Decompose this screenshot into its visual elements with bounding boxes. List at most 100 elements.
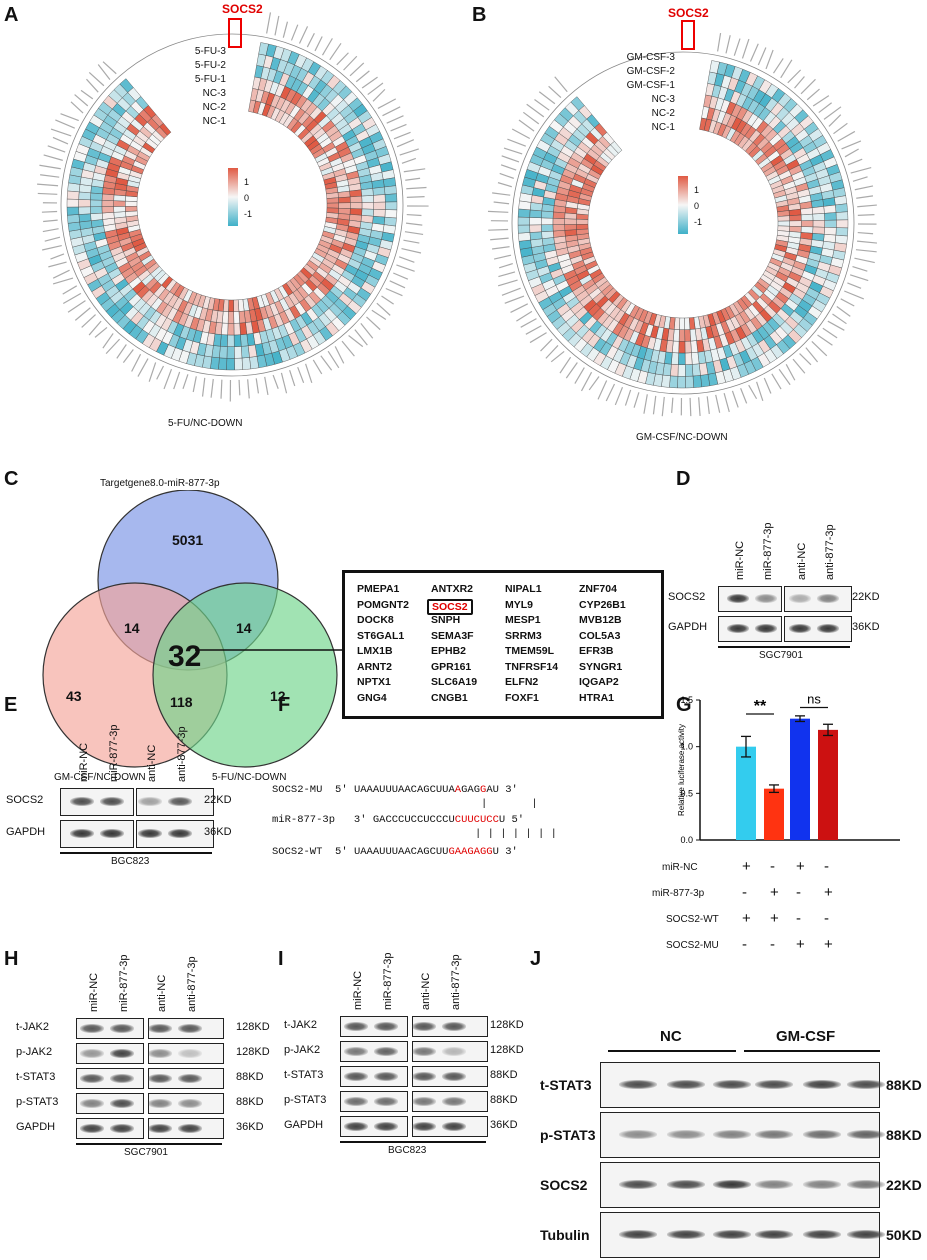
condition-label: SOCS2-MU <box>666 940 719 951</box>
heatmap-cell <box>361 202 374 210</box>
gene-label-tick <box>857 231 874 235</box>
cell-line-divider <box>718 646 850 648</box>
heatmap-cell <box>812 213 825 221</box>
condition-sign: + <box>742 910 751 927</box>
protein-band <box>412 1046 436 1056</box>
gene-label-tick <box>511 128 531 140</box>
gene-label-tick <box>817 334 833 346</box>
gene-label-tick <box>367 82 384 96</box>
protein-label: GAPDH <box>668 621 708 633</box>
gene-label-tick <box>812 95 830 107</box>
heatmap-cell <box>684 317 691 330</box>
heatmap-cell <box>326 202 339 209</box>
protein-band <box>70 797 94 806</box>
protein-band <box>755 624 777 633</box>
gene-label-tick <box>778 368 791 386</box>
protein-band <box>667 1130 705 1139</box>
protein-band <box>100 829 124 838</box>
gene-label-tick <box>390 123 407 132</box>
panel-label-d: D <box>676 468 691 490</box>
gene-label-tick <box>192 376 197 393</box>
gene-cell: EPHB2 <box>431 645 467 657</box>
gene-label-tick <box>389 280 406 289</box>
cell-line-label: BGC823 <box>388 1145 427 1156</box>
gene-label-tick <box>238 379 241 396</box>
gene-cell: FOXF1 <box>505 691 539 704</box>
gene-label-tick <box>529 332 547 344</box>
gene-label-tick <box>50 128 72 137</box>
size-label: 36KD <box>490 1118 518 1131</box>
gene-label-tick <box>574 367 585 384</box>
gene-label-tick <box>633 392 640 408</box>
pairing-lines-wt: | | | | | | | <box>475 828 557 840</box>
heatmap-cell <box>360 188 374 197</box>
protein-band <box>148 1098 172 1108</box>
gene-label-tick <box>757 47 767 66</box>
heatmap-cell <box>835 227 849 237</box>
gene-label-tick <box>272 374 279 389</box>
protein-band <box>168 829 192 838</box>
gene-label-tick <box>850 166 872 174</box>
gene-label-tick <box>97 64 111 80</box>
heatmap-cell <box>610 141 623 154</box>
protein-band <box>442 1121 466 1131</box>
heatmap-cell <box>541 210 554 219</box>
gene-label-tick <box>526 103 545 118</box>
gene-cell: IQGAP2 <box>579 676 619 688</box>
group-line-gmcsf <box>744 1050 880 1052</box>
size-label: 88KD <box>236 1095 264 1108</box>
lane-label: miR-NC <box>88 972 100 1012</box>
protein-band <box>789 624 811 633</box>
gene-label-tick <box>717 32 722 52</box>
heatmap-cell <box>227 323 235 336</box>
protein-band <box>344 1121 368 1131</box>
panel-label-i: I <box>278 948 284 970</box>
gene-label-tick <box>67 300 86 313</box>
venn-right-label: 5-FU/NC-DOWN <box>212 772 287 783</box>
heatmap-cell <box>226 358 235 371</box>
gene-label-tick <box>280 372 288 394</box>
heatmap-cell <box>125 210 138 218</box>
gene-label-tick <box>806 88 820 101</box>
heatmap-cell <box>679 317 685 330</box>
gene-label-tick <box>733 38 741 56</box>
heatmap-cell <box>672 340 680 354</box>
gene-label-tick <box>559 356 572 374</box>
gene-label-tick <box>74 94 89 107</box>
venn-diagram <box>42 490 338 768</box>
protein-band <box>847 1180 885 1189</box>
gene-label-tick <box>857 204 877 208</box>
condition-sign: + <box>796 936 805 953</box>
gene-cell: EFR3B <box>579 645 614 657</box>
condition-sign: + <box>796 858 805 875</box>
protein-label: p-STAT3 <box>16 1095 59 1108</box>
gene-label-tick <box>501 155 520 163</box>
gene-label-tick <box>822 327 838 339</box>
gene-label-tick <box>510 303 529 313</box>
protein-band <box>80 1098 104 1108</box>
condition-sign: - <box>796 884 801 901</box>
heatmap-cell <box>836 219 849 229</box>
protein-band <box>412 1096 436 1106</box>
gene-label-tick <box>70 101 84 114</box>
protein-band <box>178 1073 202 1083</box>
lane-label: anti-NC <box>156 974 168 1012</box>
gene-label-tick <box>74 307 91 321</box>
gene-label-tick <box>522 111 540 125</box>
gene-label-tick <box>550 350 565 363</box>
gene-label-tick <box>62 285 78 295</box>
condition-sign: - <box>796 910 801 927</box>
gene-label-tick <box>182 374 189 389</box>
gene-cell: ANTXR2 <box>431 583 474 595</box>
gene-label-tick <box>372 88 386 102</box>
gene-label-tick <box>393 131 411 140</box>
heatmap-cell <box>373 201 386 210</box>
size-label: 128KD <box>236 1020 270 1033</box>
protein-band <box>110 1123 134 1133</box>
gene-label-tick <box>799 353 812 366</box>
condition-label: miR-877-3p <box>652 888 705 899</box>
size-label: 50KD <box>886 1227 922 1243</box>
heatmap-cell <box>67 214 80 224</box>
heatmap-cell <box>541 224 554 232</box>
